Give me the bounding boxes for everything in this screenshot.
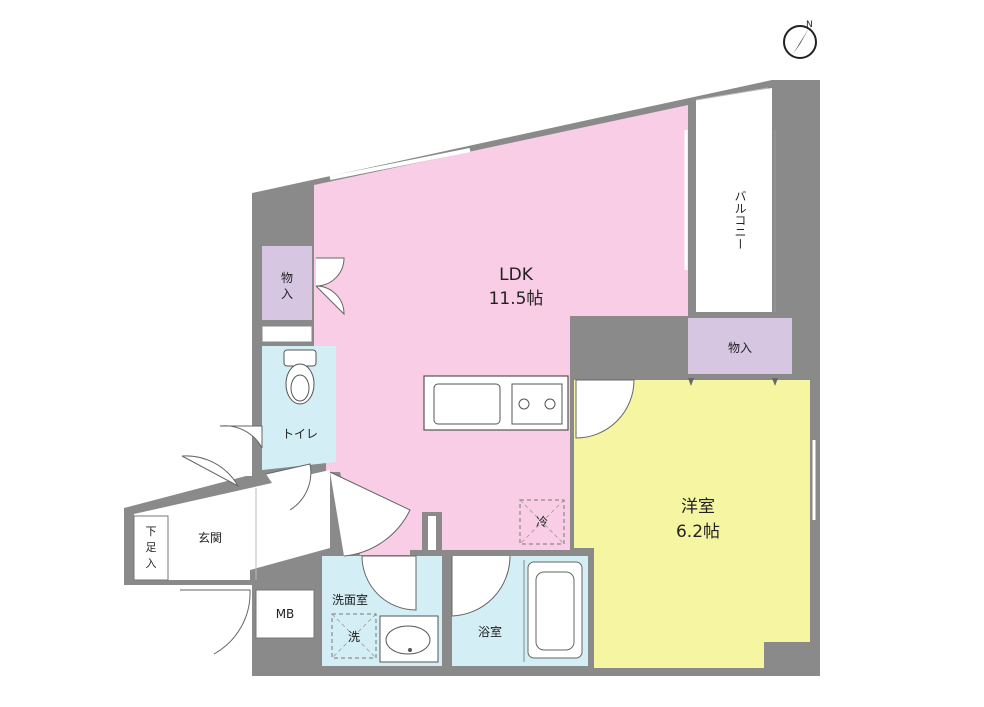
balcony-area bbox=[696, 88, 772, 312]
washer-spot bbox=[331, 613, 377, 659]
shoe-box bbox=[133, 515, 169, 581]
western-room bbox=[574, 380, 810, 668]
storage-ldk bbox=[262, 246, 312, 320]
storage-ldk-label-2: 入 bbox=[281, 287, 293, 301]
meter-box-label: MB bbox=[276, 607, 295, 621]
meter-box bbox=[255, 589, 315, 639]
fridge-spot bbox=[519, 499, 565, 545]
ldk-name-label: LDK bbox=[499, 265, 534, 285]
fridge-label: 冷 bbox=[536, 515, 548, 529]
shoe-box-label-2: 足 bbox=[146, 541, 157, 554]
storage-bedroom bbox=[688, 318, 792, 374]
ldk-size-label: 11.5帖 bbox=[489, 289, 544, 309]
sink-icon bbox=[379, 615, 439, 663]
shoe-box-label-3: 入 bbox=[146, 557, 157, 570]
storage-ldk-label-1: 物 bbox=[281, 271, 293, 285]
western-room-name-label: 洋室 bbox=[681, 497, 715, 517]
doors bbox=[180, 257, 635, 655]
toilet-label: トイレ bbox=[282, 427, 318, 441]
entrance-area bbox=[134, 470, 330, 580]
bathtub bbox=[527, 561, 583, 659]
washer-label: 洗 bbox=[348, 630, 360, 644]
entrance-label: 玄関 bbox=[198, 530, 222, 545]
shoe-box-label-1: 下 bbox=[146, 525, 157, 538]
toilet-room bbox=[262, 346, 336, 470]
western-room-size-label: 6.2帖 bbox=[676, 522, 720, 542]
washroom-label: 洗面室 bbox=[332, 592, 368, 607]
ldk-room bbox=[314, 105, 688, 555]
bathroom-label: 浴室 bbox=[478, 624, 502, 639]
compass-icon: N bbox=[783, 20, 817, 59]
north-label: N bbox=[806, 20, 813, 30]
toilet-fixture-icon bbox=[283, 349, 317, 405]
balcony-label: バルコニー bbox=[733, 190, 747, 250]
storage-bedroom-label: 物入 bbox=[728, 341, 752, 355]
kitchen-counter bbox=[423, 375, 569, 431]
